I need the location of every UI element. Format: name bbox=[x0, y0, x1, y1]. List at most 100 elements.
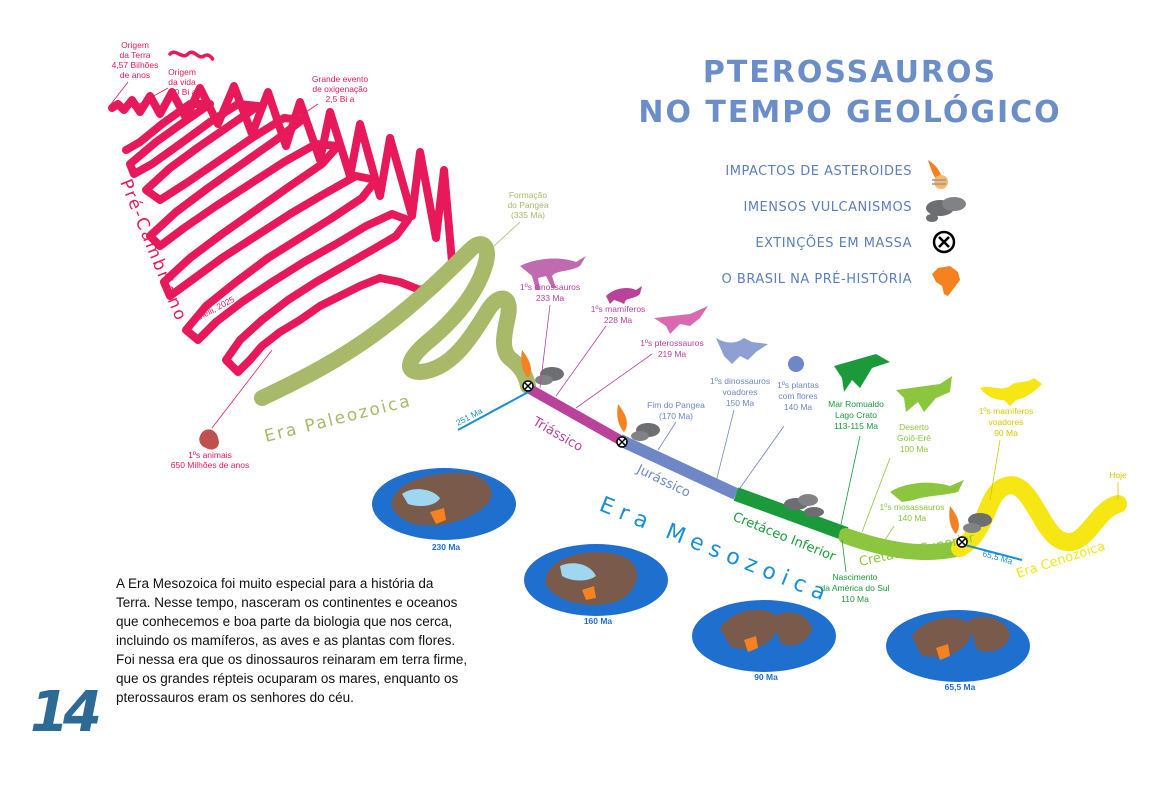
event-earth-origin-line: da Terra bbox=[119, 50, 150, 60]
event-oxygenation-line: 2,5 Bi a bbox=[326, 94, 355, 104]
legend-label-volcanism: IMENSOS VULCANISMOS bbox=[744, 200, 913, 215]
paragraph-line: Terra. Nesse tempo, nasceram os continen… bbox=[116, 595, 458, 610]
globe-90ma-label: 90 Ma bbox=[754, 672, 778, 682]
event-pangea-formation: Formação do Pangea (335 Ma) bbox=[507, 190, 548, 220]
dinosaur-silhouette-icon bbox=[520, 256, 586, 290]
cretaceous-lower-band bbox=[733, 487, 849, 541]
era-paleozoic-label: Era Paleozoica bbox=[262, 391, 413, 447]
paragraph-line: incluindo os mamíferos, as aves e as pla… bbox=[116, 633, 456, 648]
event-life-origin: Origem da vida 4,0 Bi a bbox=[168, 67, 197, 97]
globe-230ma: 230 Ma bbox=[372, 468, 516, 552]
asteroid-impact-icon bbox=[928, 160, 948, 189]
title-line-2: NO TEMPO GEOLÓGICO bbox=[638, 93, 1061, 130]
paragraph-line: pterossauros eram os senhores do céu. bbox=[116, 690, 354, 705]
event-romualdo: Mar Romualdo Lago Crato 113-115 Ma bbox=[828, 399, 884, 431]
boundary-251-line bbox=[457, 389, 533, 431]
globe-230ma-label: 230 Ma bbox=[432, 542, 461, 552]
event-oxygenation: Grande evento de oxigenação 2,5 Bi a bbox=[312, 74, 369, 104]
paragraph-line: que conhecemos e boa parte da biologia q… bbox=[116, 614, 453, 629]
leader-flowering-plants bbox=[739, 425, 785, 489]
event-goio-ere: Deserto Goiô-Erê 100 Ma bbox=[897, 422, 931, 454]
event-life-origin-line: 4,0 Bi a bbox=[168, 87, 197, 97]
cretaceous-upper-band bbox=[838, 528, 968, 561]
event-romualdo-line: Lago Crato bbox=[835, 410, 877, 420]
event-first-animals: 1ºs animais 650 Milhões de anos bbox=[171, 450, 249, 470]
event-flying-mammals-line: voadores bbox=[989, 417, 1024, 427]
event-flying-mammals-line: 1ºs mamíferos bbox=[979, 406, 1034, 416]
title-line-1: PTEROSSAUROS bbox=[703, 55, 997, 90]
event-mosasaurs-line: 1ºs mosassauros bbox=[880, 502, 945, 512]
leader-pangea-formation bbox=[493, 221, 521, 247]
event-pangea-end-line: (170 Ma) bbox=[659, 411, 693, 421]
event-pangea-formation-line: do Pangea bbox=[507, 200, 548, 210]
kpg-extinction-marker bbox=[949, 506, 992, 548]
event-flying-dinosaurs-line: 1ºs dinossauros bbox=[710, 376, 770, 386]
mammal-silhouette-icon bbox=[606, 286, 642, 304]
event-goio-ere-line: 100 Ma bbox=[900, 444, 929, 454]
event-life-origin-line: da vida bbox=[168, 77, 196, 87]
event-first-animals-line: 650 Milhões de anos bbox=[171, 460, 249, 470]
cenozoic-band bbox=[951, 476, 1127, 557]
legend-label-brazil: O BRASIL NA PRÉ-HISTÓRIA bbox=[722, 271, 912, 287]
event-goio-ere-line: Goiô-Erê bbox=[897, 433, 931, 443]
event-oxygenation-line: Grande evento bbox=[312, 74, 369, 84]
event-romualdo-line: Mar Romualdo bbox=[828, 399, 884, 409]
paragraph-line: A Era Mesozoica foi muito especial para … bbox=[116, 576, 434, 591]
flower-icon bbox=[788, 356, 804, 372]
first-animal-fossil-icon bbox=[199, 429, 219, 450]
mass-extinction-icon bbox=[932, 230, 956, 254]
mosasaur-silhouette-icon bbox=[890, 480, 964, 502]
globe-90ma: 90 Ma bbox=[692, 600, 836, 682]
mesozoic-description: A Era Mesozoica foi muito especial para … bbox=[116, 574, 496, 707]
event-flying-mammals-line: 90 Ma bbox=[994, 428, 1018, 438]
event-mosasaurs: 1ºs mosassauros 140 Ma bbox=[880, 502, 945, 523]
jurassic-extinction-marker bbox=[616, 404, 660, 448]
globe-65ma: 65,5 Ma bbox=[886, 610, 1030, 692]
event-first-mammals-line: 1ºs mamíferos bbox=[591, 304, 646, 314]
leader-flying-mammals bbox=[989, 439, 1001, 501]
bat-silhouette-icon bbox=[980, 378, 1042, 406]
legend-label-extinctions: EXTINÇÕES EM MASSA bbox=[755, 235, 912, 251]
pterosaur-silhouette-icon bbox=[654, 306, 708, 334]
leader-first-dinosaurs bbox=[539, 304, 551, 389]
boundary-65-label: 65,5 Ma bbox=[981, 548, 1014, 566]
globe-65ma-label: 65,5 Ma bbox=[945, 682, 976, 692]
boundary-65-line bbox=[964, 544, 1023, 561]
event-pangea-formation-line: (335 Ma) bbox=[511, 210, 545, 220]
paragraph-line: Foi nessa era que os dinossauros reinara… bbox=[116, 652, 468, 667]
event-first-dinosaurs-line: 1ºs dinossauros bbox=[520, 282, 580, 292]
event-flying-dinosaurs-line: voadores bbox=[723, 387, 758, 397]
event-south-america-line: da América do Sul bbox=[821, 583, 890, 593]
leader-romualdo bbox=[837, 435, 861, 539]
globe-160ma: 160 Ma bbox=[524, 544, 668, 626]
event-flowering-plants: 1ºs plantas com flores 140 Ma bbox=[777, 380, 819, 412]
legend-label-asteroids: IMPACTOS DE ASTEROIDES bbox=[725, 164, 912, 179]
triassic-extinction-marker bbox=[521, 350, 564, 392]
event-first-pterosaurs-line: 219 Ma bbox=[658, 349, 687, 359]
leader-mosasaurs bbox=[879, 525, 895, 549]
leader-life-origin bbox=[131, 87, 169, 109]
event-flying-mammals: 1ºs mamíferos voadores 90 Ma bbox=[979, 406, 1034, 438]
event-flowering-plants-line: 140 Ma bbox=[784, 402, 813, 412]
event-earth-origin-line: de anos bbox=[120, 70, 150, 80]
event-oxygenation-line: de oxigenação bbox=[312, 84, 368, 94]
event-flowering-plants-line: com flores bbox=[778, 391, 817, 401]
event-earth-origin: Origem da Terra 4,57 Bilhões de anos bbox=[112, 40, 159, 80]
leader-oxygenation bbox=[299, 103, 319, 117]
flying-dinosaur-silhouette-icon bbox=[716, 338, 768, 364]
leader-flying-dinosaurs bbox=[715, 409, 735, 483]
event-first-mammals-line: 228 Ma bbox=[604, 315, 633, 325]
event-romualdo-line: 113-115 Ma bbox=[834, 421, 878, 431]
event-pangea-end: Fim do Pangea (170 Ma) bbox=[647, 400, 705, 421]
event-flying-dinosaurs: 1ºs dinossauros voadores 150 Ma bbox=[710, 376, 770, 408]
event-earth-origin-line: 4,57 Bilhões bbox=[112, 60, 159, 70]
event-first-pterosaurs-line: 1ºs pterossauros bbox=[640, 338, 704, 348]
leader-first-animals bbox=[211, 349, 273, 429]
event-south-america-line: Nascimento bbox=[833, 572, 878, 582]
event-first-animals-line: 1ºs animais bbox=[188, 450, 232, 460]
event-first-dinosaurs-line: 233 Ma bbox=[536, 293, 565, 303]
event-goio-ere-line: Deserto bbox=[899, 422, 929, 432]
event-pangea-end-line: Fim do Pangea bbox=[647, 400, 705, 410]
globe-160ma-label: 160 Ma bbox=[584, 616, 613, 626]
